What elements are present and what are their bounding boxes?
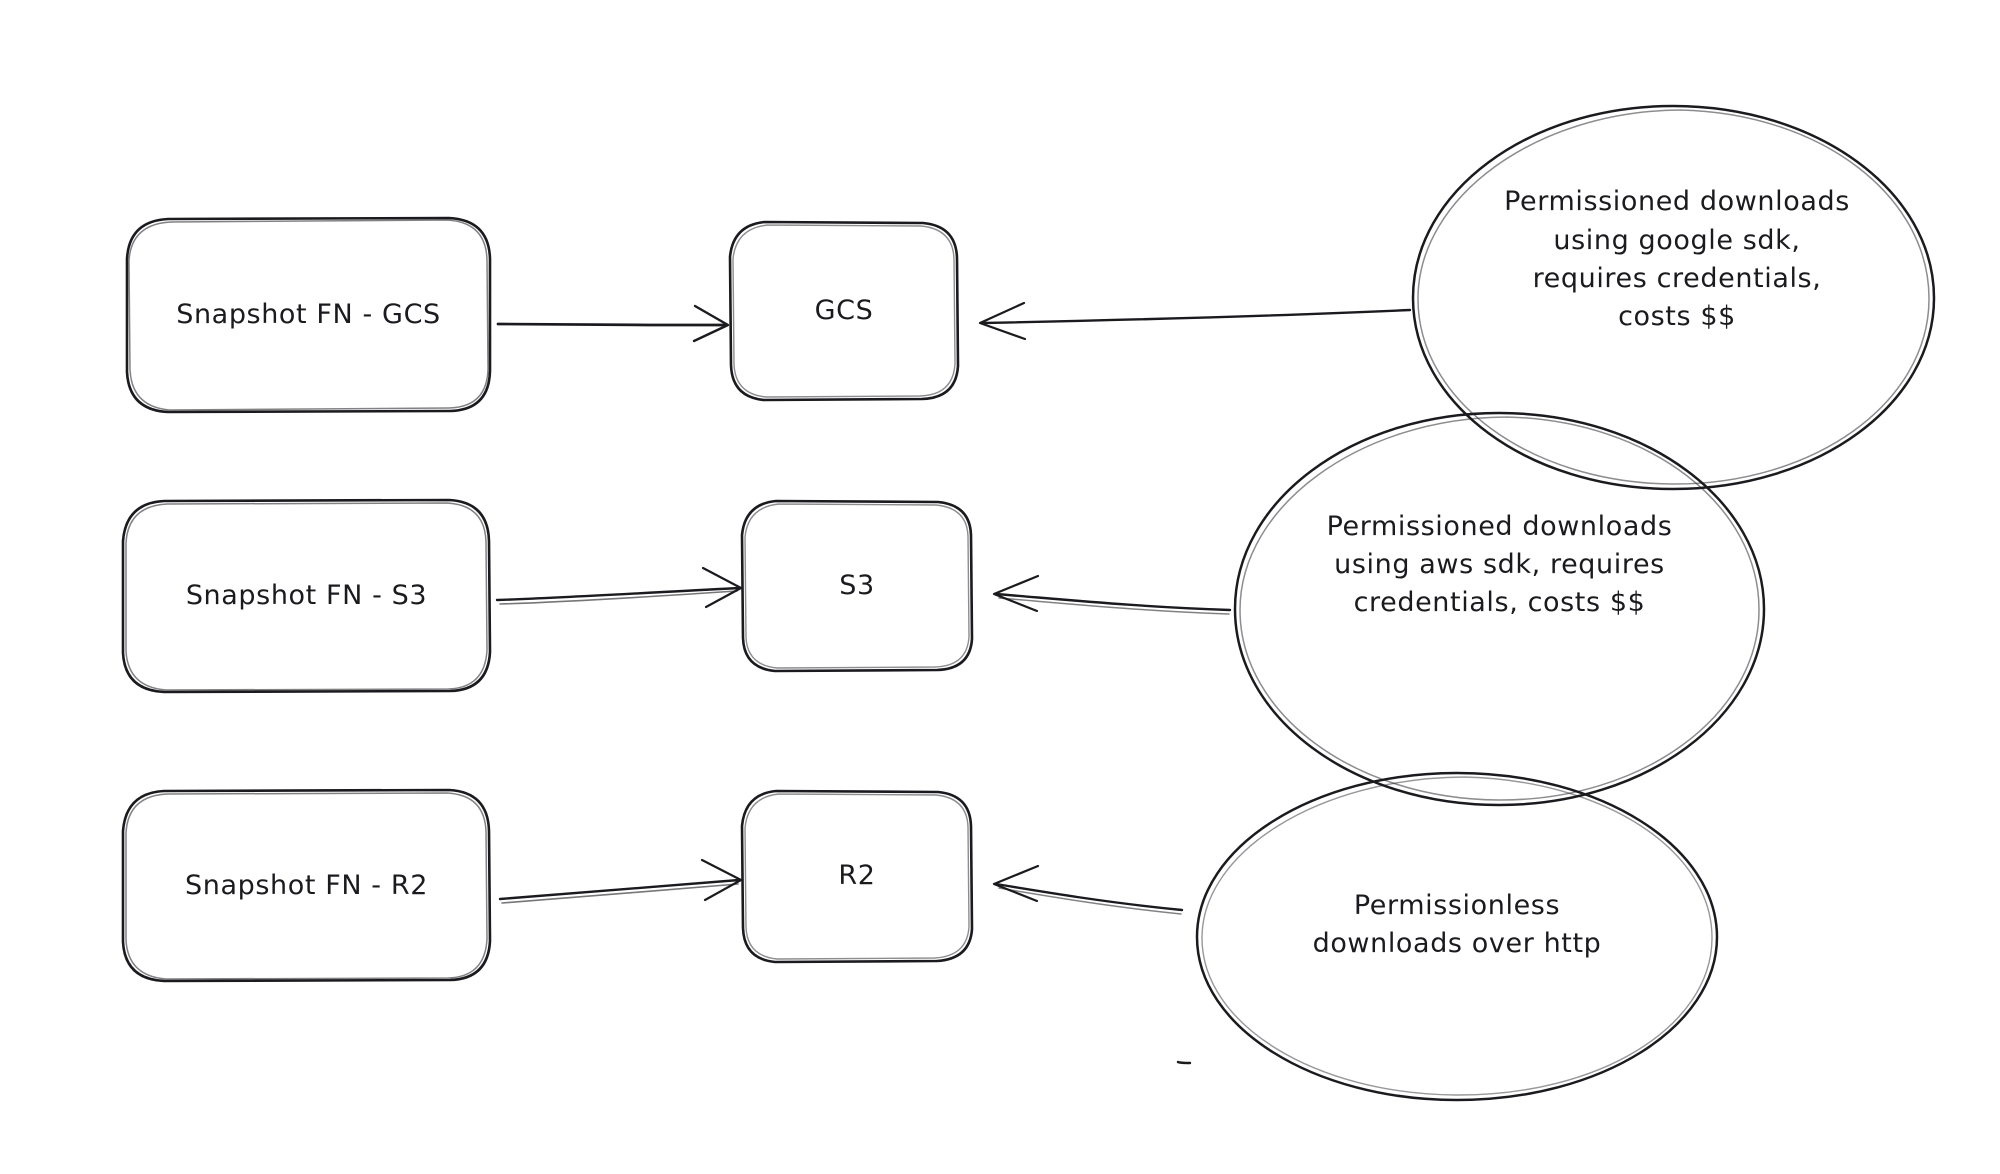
edge-arrow-fn-s3-to-s3[interactable] — [495, 566, 743, 609]
edge-arrow-note-s3-to-s3[interactable] — [992, 574, 1232, 615]
node-shape-r2[interactable] — [740, 789, 974, 964]
edge-arrow-note-r2-to-r2[interactable] — [992, 864, 1192, 1065]
edge-arrow-fn-r2-to-r2[interactable] — [498, 858, 743, 904]
node-shape-s3[interactable] — [740, 499, 974, 673]
node-shape-fn-s3[interactable] — [121, 498, 492, 694]
note-shape-s3[interactable] — [1233, 411, 1766, 807]
node-shape-fn-r2[interactable] — [121, 788, 492, 983]
node-shape-fn-gcs[interactable] — [125, 216, 492, 414]
edge-arrow-note-gcs-to-gcs[interactable] — [978, 301, 1412, 341]
edge-arrow-fn-gcs-to-gcs[interactable] — [496, 304, 730, 343]
note-shape-gcs[interactable] — [1411, 104, 1936, 491]
note-shape-r2[interactable] — [1195, 771, 1719, 1102]
node-shape-gcs[interactable] — [728, 220, 960, 402]
